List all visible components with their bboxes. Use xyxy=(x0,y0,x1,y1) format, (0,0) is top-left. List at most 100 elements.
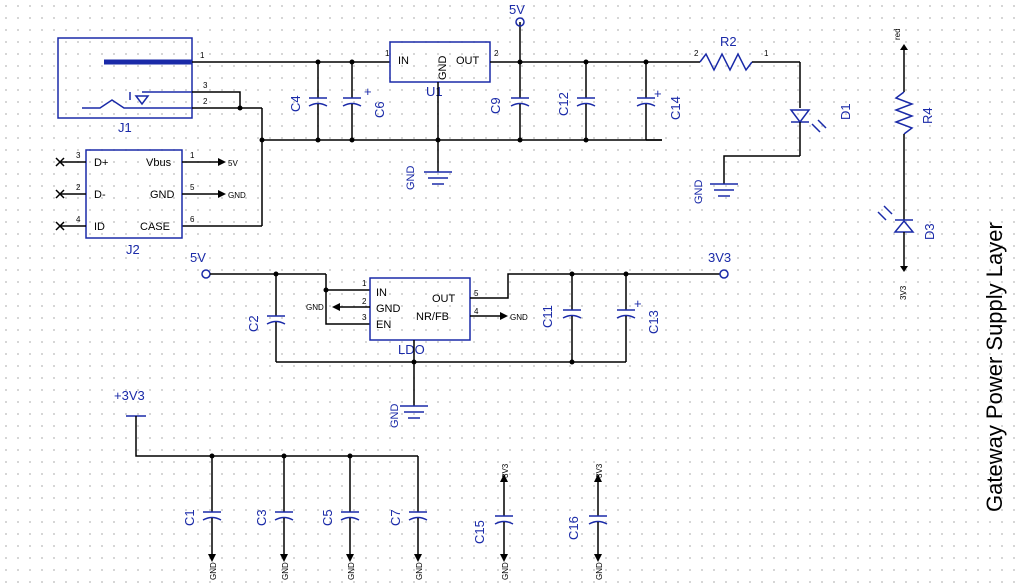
c7-capacitor: C7 GND xyxy=(388,456,428,580)
gnd-d1: GND xyxy=(693,180,738,205)
svg-text:5: 5 xyxy=(474,289,479,298)
c15-label: C15 xyxy=(472,520,487,544)
v3v3-port: 3V3 xyxy=(708,250,731,279)
ldo-nrfb-net: GND xyxy=(510,313,528,322)
j1-pin3: 3 xyxy=(203,81,208,90)
ldo-nrfb: NR/FB xyxy=(416,311,449,323)
j1-connector: J1 1 3 2 xyxy=(57,37,208,135)
c16-gnd: GND xyxy=(595,562,604,580)
svg-text:3: 3 xyxy=(76,151,81,160)
input-wires xyxy=(182,61,662,227)
d3-3v3-label: 3V3 xyxy=(899,285,908,300)
c15-gnd: GND xyxy=(501,562,510,580)
j2-dm: D- xyxy=(94,189,106,201)
c14-capacitor: + C14 xyxy=(636,59,683,140)
c7-label: C7 xyxy=(388,509,403,526)
c3-gnd: GND xyxy=(281,562,290,580)
c2-capacitor: C2 xyxy=(246,274,286,362)
j2-gnd-net: GND xyxy=(228,191,246,200)
gnd-ldo-label: GND xyxy=(389,404,401,429)
c1-capacitor: C1 GND xyxy=(182,456,222,580)
c6-label: C6 xyxy=(372,101,387,118)
j2-usb-connector: D+ D- ID Vbus GND CASE J2 3 2 4 5V GND 1… xyxy=(55,149,246,257)
j2-id: ID xyxy=(94,221,105,233)
j2-case: CASE xyxy=(140,221,170,233)
c12-capacitor: C12 xyxy=(556,59,596,143)
red-net-label: red xyxy=(893,28,902,40)
page-title: Gateway Power Supply Layer xyxy=(982,222,1007,512)
c1-label: C1 xyxy=(182,509,197,526)
c16-label: C16 xyxy=(566,516,581,540)
u1-gnd-label: GND xyxy=(437,56,449,81)
svg-text:5: 5 xyxy=(190,183,195,192)
v5-top-port: 5V xyxy=(509,2,525,65)
v5-ldo-port: 5V xyxy=(190,250,211,279)
c3-label: C3 xyxy=(254,509,269,526)
ldo-regulator: IN GND EN OUT NR/FB LDO 1 2 3 5 4 GND GN… xyxy=(306,273,720,357)
ldo-gnd: GND xyxy=(376,303,401,315)
c11-capacitor: C11 xyxy=(540,271,582,365)
gnd-u1: GND xyxy=(405,166,452,191)
svg-text:+: + xyxy=(654,86,662,101)
d3-led: D3 3V3 xyxy=(877,205,937,300)
j1-label: J1 xyxy=(118,120,132,135)
ldo-en: EN xyxy=(376,319,391,331)
gnd-ldo: GND xyxy=(389,404,428,429)
u1-label: U1 xyxy=(426,84,443,99)
c6-capacitor: + C6 xyxy=(342,59,387,143)
svg-text:2: 2 xyxy=(362,297,367,306)
c14-label: C14 xyxy=(668,96,683,120)
svg-text:+: + xyxy=(364,84,372,99)
svg-text:2: 2 xyxy=(494,49,499,58)
c4-capacitor: C4 xyxy=(288,59,328,143)
j1-pin1: 1 xyxy=(200,51,205,60)
svg-text:1: 1 xyxy=(764,49,769,58)
svg-text:1: 1 xyxy=(362,279,367,288)
c2-label: C2 xyxy=(246,315,261,332)
c4-label: C4 xyxy=(288,95,303,112)
svg-text:4: 4 xyxy=(474,307,479,316)
j2-gnd: GND xyxy=(150,189,175,201)
c1-gnd: GND xyxy=(209,562,218,580)
v5-top-label: 5V xyxy=(509,2,525,17)
c3-capacitor: C3 GND xyxy=(254,456,294,580)
svg-text:1: 1 xyxy=(385,49,390,58)
ldo-in: IN xyxy=(376,287,387,299)
svg-text:2: 2 xyxy=(76,183,81,192)
ldo-gnd-net: GND xyxy=(306,303,324,312)
j1-pin2: 2 xyxy=(203,97,208,106)
c11-label: C11 xyxy=(540,305,555,328)
c7-gnd: GND xyxy=(415,562,424,580)
ldo-label: LDO xyxy=(398,342,425,357)
d1-label: D1 xyxy=(838,103,853,120)
c5-label: C5 xyxy=(320,509,335,526)
c15-3v3: 3V3 xyxy=(501,463,510,478)
v3v3-label: 3V3 xyxy=(708,250,731,265)
j2-dp: D+ xyxy=(94,157,108,169)
c5-capacitor: C5 GND xyxy=(320,456,360,580)
c13-capacitor: + C13 xyxy=(616,271,661,362)
gnd-u1-label: GND xyxy=(405,166,417,191)
c5-gnd: GND xyxy=(347,562,356,580)
r4-resistor: red R4 xyxy=(893,28,935,220)
r2-resistor: R2 2 1 xyxy=(694,34,800,72)
plus3v3-port: +3V3 xyxy=(114,388,146,417)
c9-capacitor: C9 xyxy=(488,62,530,143)
u1-out-label: OUT xyxy=(456,55,480,67)
ldo-out: OUT xyxy=(432,293,456,305)
j2-label: J2 xyxy=(126,242,140,257)
c15-capacitor: 3V3 C15 GND xyxy=(472,463,514,580)
gnd-d1-label: GND xyxy=(693,180,705,205)
plus3v3-label: +3V3 xyxy=(114,388,145,403)
c9-label: C9 xyxy=(488,97,503,114)
d3-label: D3 xyxy=(922,223,937,240)
c13-label: C13 xyxy=(646,310,661,334)
u1-in-label: IN xyxy=(398,55,409,67)
c12-label: C12 xyxy=(556,92,571,116)
svg-text:+: + xyxy=(634,296,642,311)
c16-capacitor: 3V3 C16 GND xyxy=(566,463,608,580)
svg-text:3: 3 xyxy=(362,313,367,322)
svg-text:4: 4 xyxy=(76,215,81,224)
v5-ldo-label: 5V xyxy=(190,250,206,265)
